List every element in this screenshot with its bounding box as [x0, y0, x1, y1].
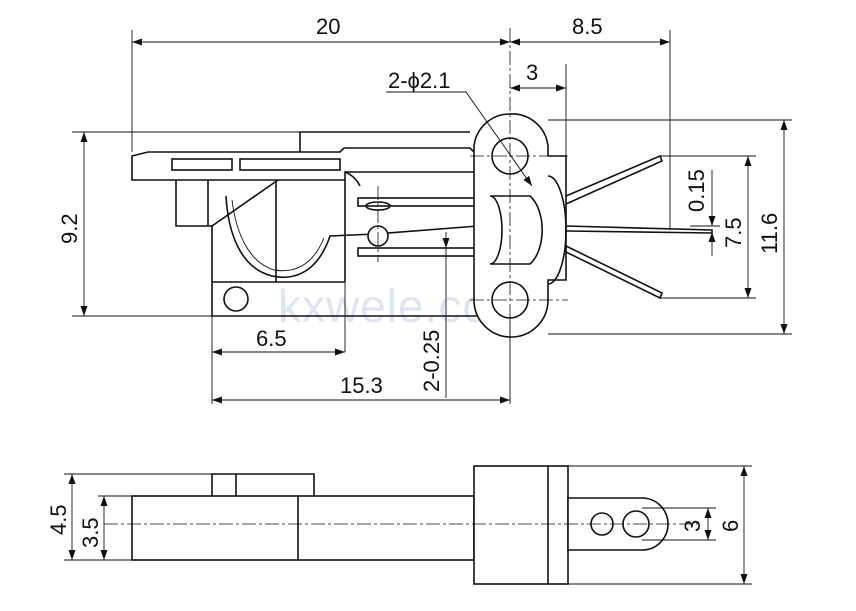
lever-slot-right	[239, 158, 341, 171]
lever-outline	[131, 147, 477, 181]
side-body	[131, 495, 475, 561]
top-dimensions: 20 8.5 3 2-ϕ2.1 9.2 0.15 7.5 11.6 6.5 2-…	[57, 14, 792, 404]
side-view	[104, 465, 700, 585]
spring-wire	[225, 195, 479, 278]
dim-hole-spacing: 3	[526, 60, 538, 85]
top-view	[131, 28, 713, 344]
bracket-outline	[473, 113, 567, 338]
dim-holes: 2-ϕ2.1	[388, 68, 450, 93]
dim-side-height-right: 6	[718, 520, 743, 532]
bracket-rib	[489, 195, 543, 265]
housing-inner-slope	[211, 179, 279, 227]
lever-slot-left	[171, 158, 233, 171]
dim-overall-length: 20	[316, 14, 340, 39]
side-dimensions: 4.5 3.5 3 6	[46, 465, 752, 585]
spring-wire-inner	[231, 199, 325, 272]
contact-bar-lower	[357, 247, 481, 257]
dim-lower-length: 6.5	[256, 326, 287, 351]
dim-terminal-offset: 0.15	[684, 169, 709, 212]
dim-overall-height-left: 9.2	[57, 213, 82, 244]
dim-right-offset: 8.5	[572, 14, 603, 39]
terminal-lower	[565, 245, 664, 300]
side-upper-inner	[235, 474, 299, 560]
dim-terminal-pitch: 7.5	[721, 217, 746, 248]
dim-thickness: 2-0.25	[419, 330, 444, 392]
dim-side-height-inner: 3.5	[78, 517, 103, 548]
dim-side-height-outer: 4.5	[46, 504, 71, 535]
terminal-middle	[565, 225, 713, 234]
terminal-upper	[565, 154, 664, 205]
side-block	[473, 465, 569, 585]
bracket-rib-right	[547, 175, 567, 285]
dim-mid-length: 15.3	[340, 373, 383, 398]
lever-step	[299, 131, 470, 152]
mount-hole-left	[223, 286, 249, 312]
housing-notch	[344, 171, 361, 187]
dim-side-hole: 3	[680, 520, 705, 532]
side-upper-step	[211, 473, 315, 496]
dim-overall-height-right: 11.6	[757, 213, 782, 254]
